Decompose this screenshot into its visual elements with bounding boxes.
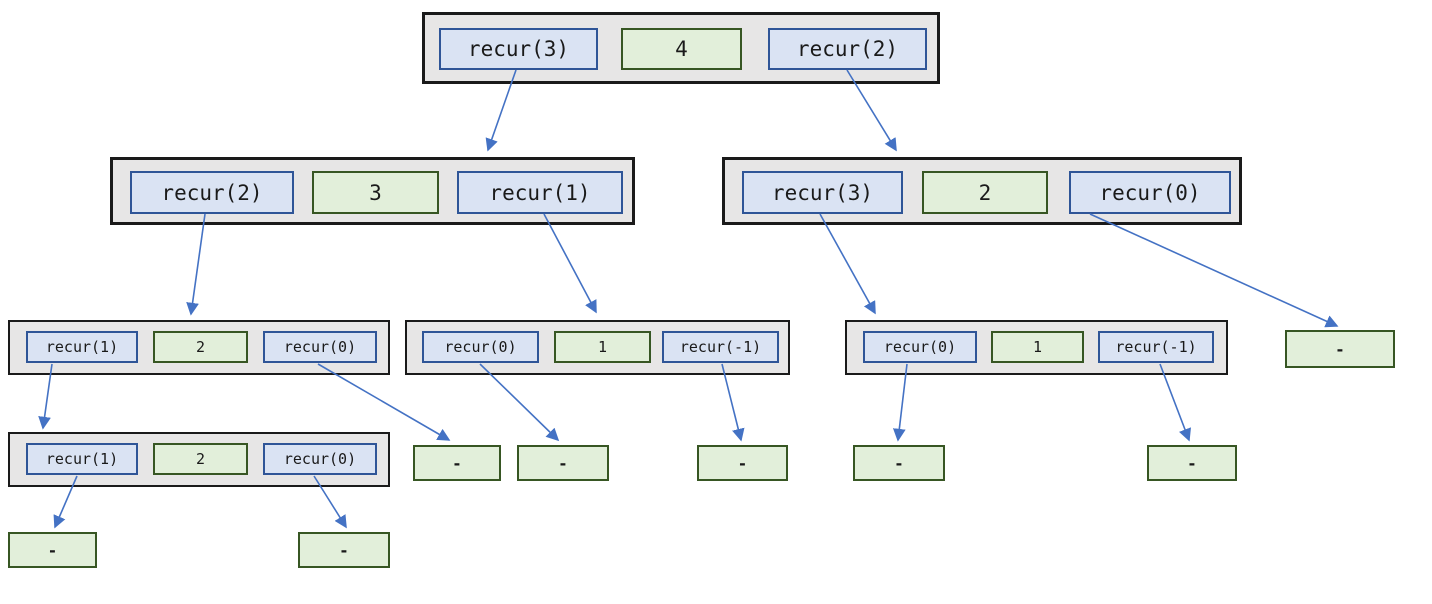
base-case-box: - — [298, 532, 390, 568]
base-case-box: - — [517, 445, 609, 481]
call-arrow — [1159, 363, 1191, 442]
call-arrow — [721, 363, 745, 442]
value-box: 2 — [153, 443, 248, 475]
stack-frame-l3-right: recur(0) 1 recur(-1) — [845, 320, 1228, 375]
base-case-box: - — [413, 445, 501, 481]
base-case-box: - — [697, 445, 788, 481]
recursive-call-box: recur(0) — [263, 331, 377, 363]
recursive-call-box: recur(1) — [26, 331, 138, 363]
call-arrow — [819, 213, 876, 315]
call-arrow — [1089, 213, 1339, 328]
recursive-call-box: recur(0) — [1069, 171, 1231, 214]
call-arrow — [479, 363, 560, 442]
stack-frame-l2-right: recur(3) 2 recur(0) — [722, 157, 1242, 225]
base-case-box: - — [8, 532, 97, 568]
recursive-call-box: recur(0) — [863, 331, 977, 363]
value-box: 1 — [991, 331, 1084, 363]
recursive-call-box: recur(2) — [130, 171, 294, 214]
base-case-box: - — [853, 445, 945, 481]
call-arrow — [317, 363, 451, 441]
recursive-call-box: recur(-1) — [662, 331, 779, 363]
call-arrow — [892, 363, 908, 442]
stack-frame-l4-left: recur(1) 2 recur(0) — [8, 432, 390, 487]
value-box: 3 — [312, 171, 439, 214]
base-case-box: - — [1147, 445, 1237, 481]
call-arrow — [186, 213, 206, 316]
recursive-call-box: recur(1) — [457, 171, 623, 214]
value-box: 1 — [554, 331, 651, 363]
recursive-call-box: recur(0) — [263, 443, 377, 475]
base-case-box: - — [1285, 330, 1395, 368]
stack-frame-l2-left: recur(2) 3 recur(1) — [110, 157, 635, 225]
stack-frame-l3-mid: recur(0) 1 recur(-1) — [405, 320, 790, 375]
stack-frame-root: recur(3) 4 recur(2) — [422, 12, 940, 84]
recursive-call-box: recur(-1) — [1098, 331, 1214, 363]
recursive-call-box: recur(1) — [26, 443, 138, 475]
value-box: 2 — [153, 331, 248, 363]
call-arrow — [543, 213, 597, 314]
stack-frame-l3-left: recur(1) 2 recur(0) — [8, 320, 390, 375]
value-box: 4 — [621, 28, 742, 70]
recursive-call-box: recur(2) — [768, 28, 927, 70]
recursive-call-box: recur(0) — [422, 331, 539, 363]
recursive-call-box: recur(3) — [439, 28, 598, 70]
recursive-call-box: recur(3) — [742, 171, 903, 214]
value-box: 2 — [922, 171, 1048, 214]
